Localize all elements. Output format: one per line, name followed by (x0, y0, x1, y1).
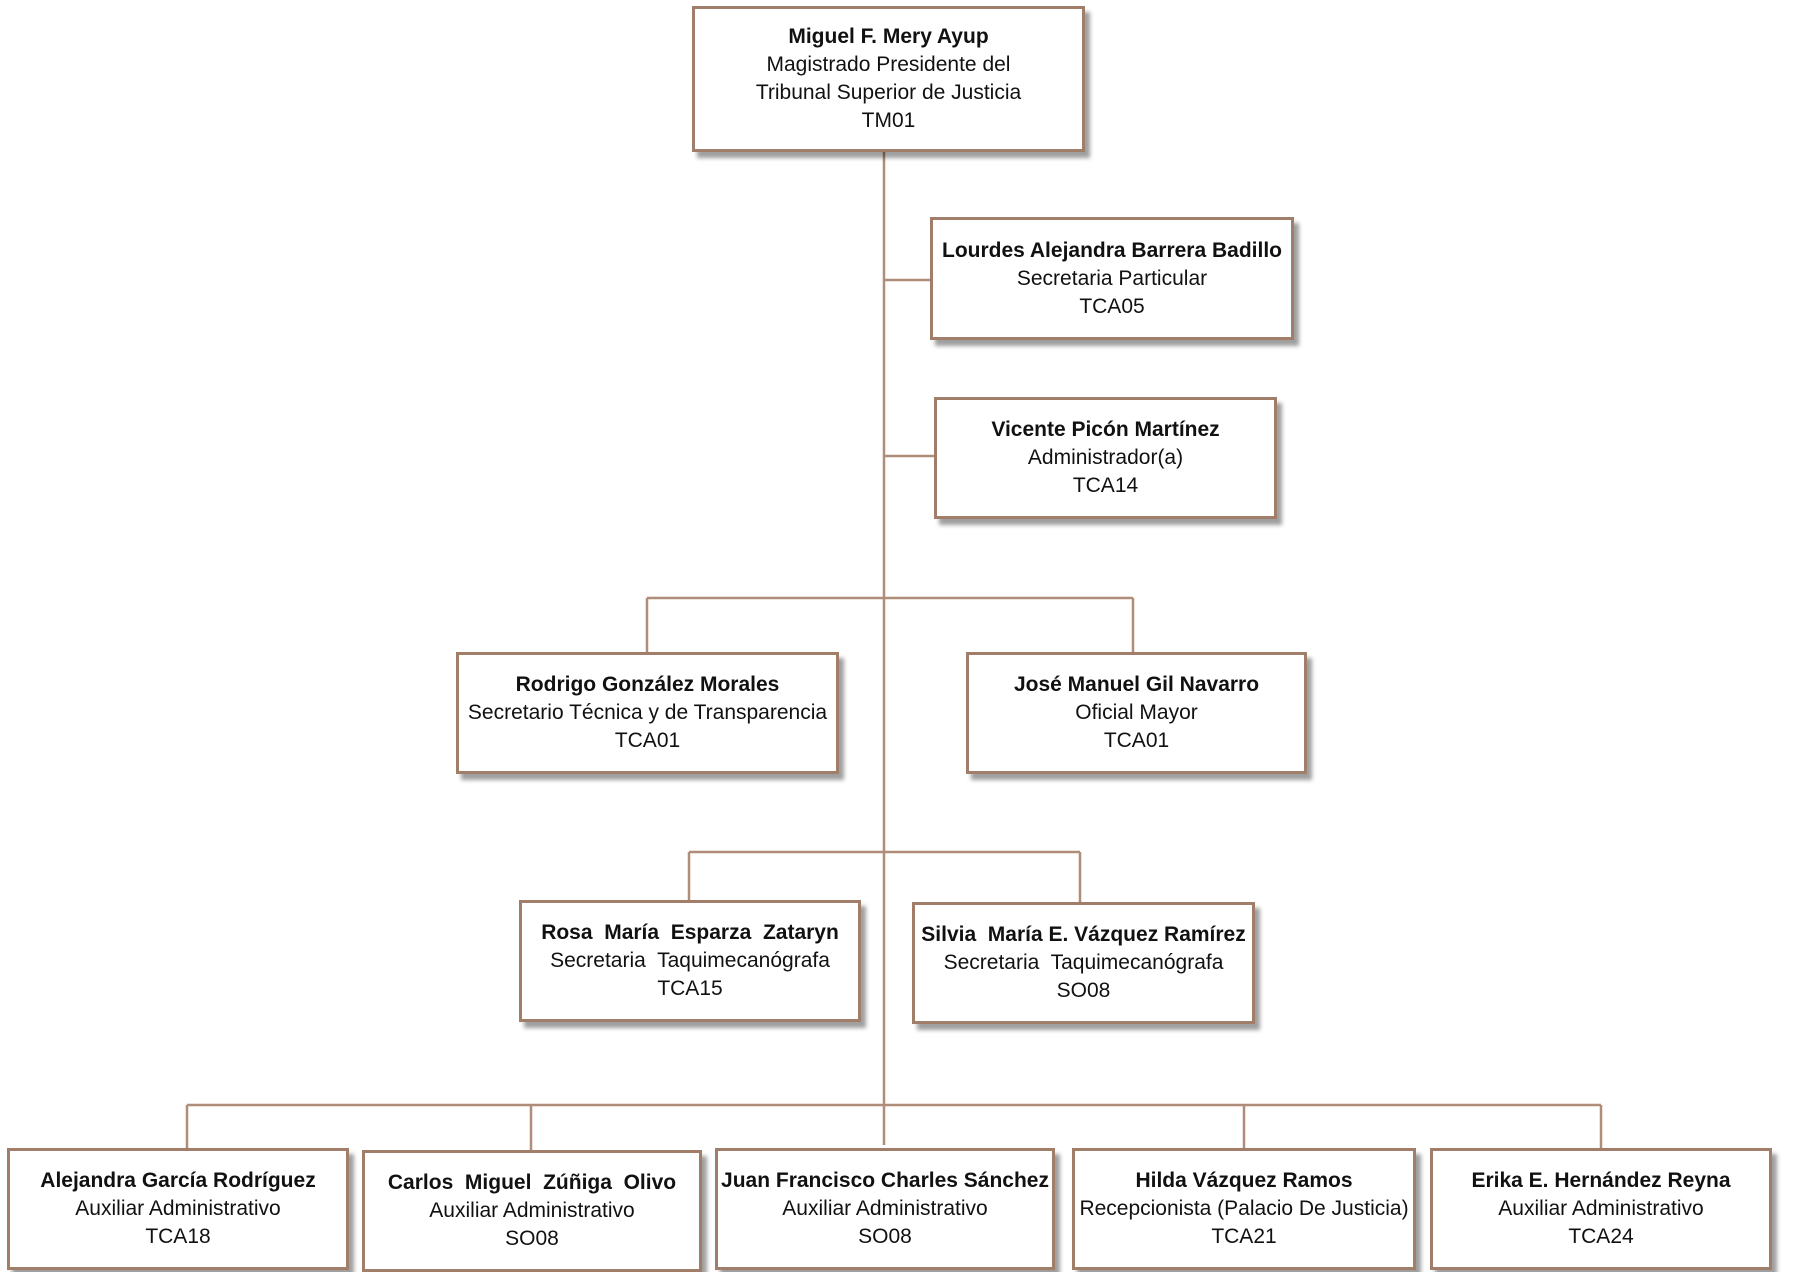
node-code: TCA15 (657, 977, 723, 1000)
node-name: Miguel F. Mery Ayup (788, 25, 989, 48)
node-code: SO08 (505, 1227, 559, 1250)
node-role: Oficial Mayor (1075, 701, 1198, 724)
node-name: Hilda Vázquez Ramos (1135, 1169, 1353, 1192)
node-role: Auxiliar Administrativo (782, 1197, 988, 1220)
node-role: Auxiliar Administrativo (1498, 1197, 1704, 1220)
node-role: Magistrado Presidente del (766, 53, 1011, 76)
node-role: Secretaria Particular (1016, 266, 1208, 290)
node-auxiliar-3: Juan Francisco Charles Sánchez Auxiliar … (715, 1148, 1055, 1270)
node-name: Silvia María E. Vázquez Ramírez (921, 923, 1246, 946)
node-code: TCA01 (614, 729, 681, 752)
node-auxiliar-2: Carlos Miguel Zúñiga Olivo Auxiliar Admi… (362, 1150, 702, 1272)
node-role: Auxiliar Administrativo (429, 1199, 635, 1222)
node-administrador: Vicente Picón Martínez Administrador(a) … (934, 397, 1277, 519)
node-name: Rodrigo González Morales (515, 673, 780, 696)
node-secretario-tecnica: Rodrigo González Morales Secretario Técn… (456, 652, 839, 774)
node-secretaria-particular: Lourdes Alejandra Barrera Badillo Secret… (930, 217, 1294, 340)
node-role: Secretaria Taquimecanógrafa (550, 949, 830, 972)
node-taquimecanografa-1: Rosa María Esparza Zataryn Secretaria Ta… (519, 900, 861, 1022)
node-recepcionista: Hilda Vázquez Ramos Recepcionista (Palac… (1072, 1148, 1416, 1270)
node-code: TM01 (861, 109, 916, 132)
node-code: TCA01 (1103, 729, 1170, 752)
node-role: Auxiliar Administrativo (75, 1197, 281, 1220)
node-role-line2: Tribunal Superior de Justicia (755, 81, 1022, 104)
node-auxiliar-4: Erika E. Hernández Reyna Auxiliar Admini… (1430, 1148, 1772, 1270)
node-name: Alejandra García Rodríguez (40, 1169, 316, 1192)
node-taquimecanografa-2: Silvia María E. Vázquez Ramírez Secretar… (912, 902, 1255, 1024)
node-code: TCA05 (1079, 294, 1145, 318)
node-role: Secretario Técnica y de Transparencia (467, 701, 828, 724)
node-oficial-mayor: José Manuel Gil Navarro Oficial Mayor TC… (966, 652, 1307, 774)
node-name: Lourdes Alejandra Barrera Badillo (942, 238, 1282, 262)
node-code: TCA18 (145, 1225, 211, 1248)
node-name: Juan Francisco Charles Sánchez (721, 1169, 1049, 1192)
node-role: Recepcionista (Palacio De Justicia) (1079, 1197, 1409, 1220)
node-role: Administrador(a) (1027, 446, 1184, 469)
node-code: TCA24 (1568, 1225, 1634, 1248)
node-code: SO08 (858, 1225, 912, 1248)
node-president: Miguel F. Mery Ayup Magistrado President… (692, 6, 1085, 152)
node-name: Carlos Miguel Zúñiga Olivo (387, 1171, 677, 1194)
node-role: Secretaria Taquimecanógrafa (943, 951, 1224, 974)
node-code: TCA14 (1072, 474, 1139, 497)
node-name: José Manuel Gil Navarro (1013, 673, 1260, 696)
node-code: TCA21 (1211, 1225, 1277, 1248)
node-name: Rosa María Esparza Zataryn (541, 921, 839, 944)
node-auxiliar-1: Alejandra García Rodríguez Auxiliar Admi… (7, 1148, 349, 1270)
node-name: Erika E. Hernández Reyna (1471, 1169, 1731, 1192)
node-name: Vicente Picón Martínez (991, 418, 1220, 441)
node-code: SO08 (1056, 979, 1111, 1002)
